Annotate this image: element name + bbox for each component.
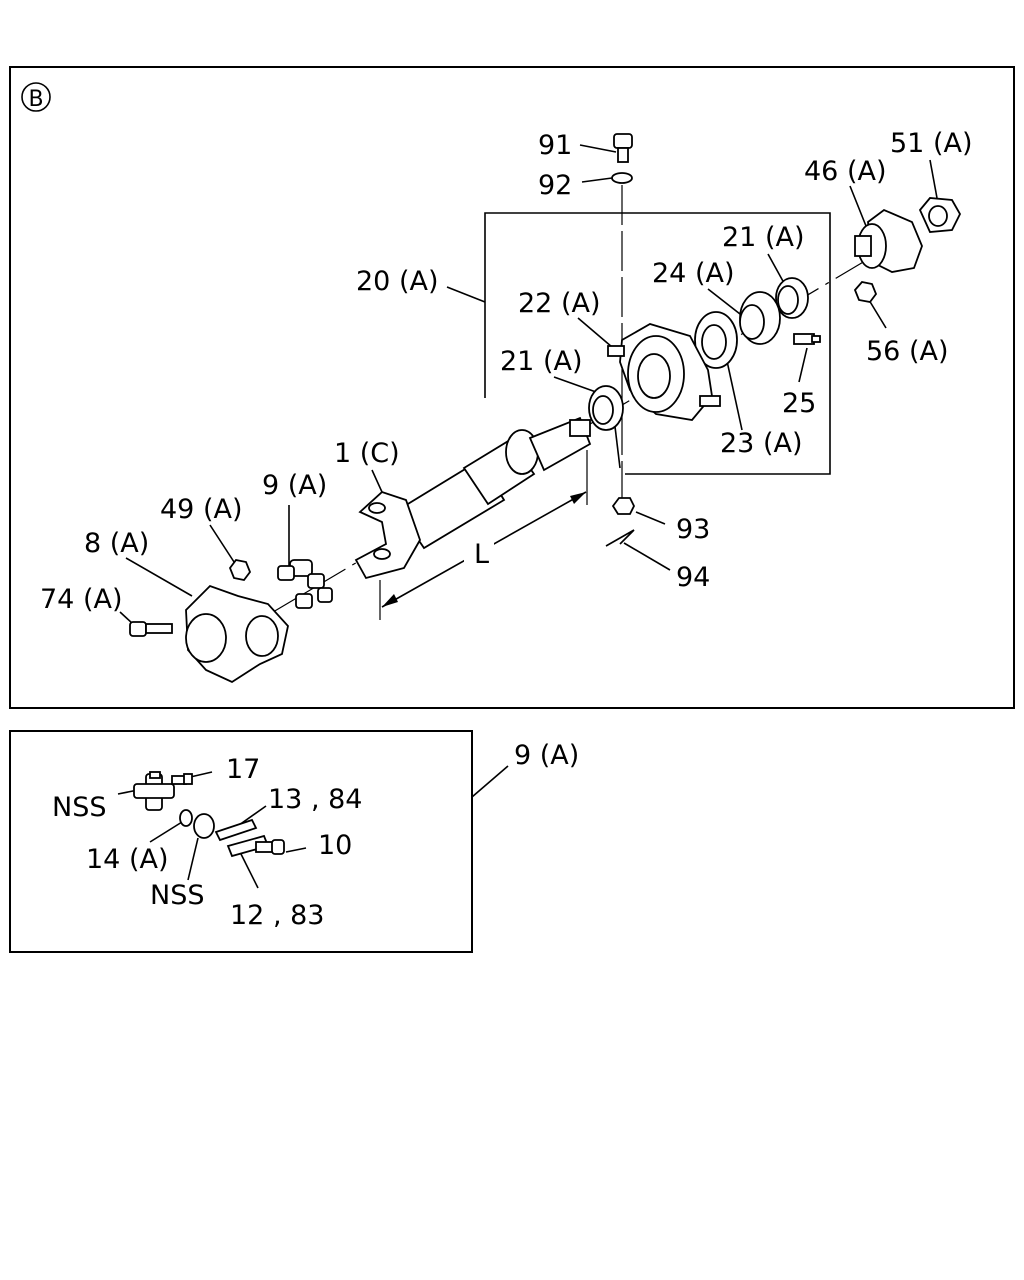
housing-22 bbox=[607, 323, 721, 421]
callout-22a: 22 (A) bbox=[518, 288, 600, 319]
callout-14a: 14 (A) bbox=[86, 844, 168, 875]
callout-20a: 20 (A) bbox=[356, 266, 438, 297]
dimension-label-bg bbox=[464, 536, 494, 570]
bolt-10 bbox=[255, 839, 285, 855]
callout-51a: 51 (A) bbox=[890, 128, 972, 159]
detail-title: 9 (A) bbox=[514, 740, 579, 771]
leader-line bbox=[798, 347, 808, 383]
nut-56 bbox=[853, 281, 878, 303]
callout-93: 93 bbox=[676, 514, 710, 545]
callout-49a: 49 (A) bbox=[160, 494, 242, 525]
flange-46 bbox=[854, 208, 923, 273]
grease-nipple-25 bbox=[793, 333, 821, 345]
leader-line bbox=[553, 376, 597, 393]
main-panel-frame bbox=[9, 66, 1015, 709]
badge-circle bbox=[21, 82, 51, 112]
bearing-21-top bbox=[775, 277, 809, 319]
callout-nss-1: NSS bbox=[52, 792, 106, 823]
callout-nss-2: NSS bbox=[150, 880, 204, 911]
callout-13-84: 13 , 84 bbox=[268, 784, 362, 815]
callout-21a-mid: 21 (A) bbox=[500, 346, 582, 377]
callout-9a: 9 (A) bbox=[262, 470, 327, 501]
detail-callouts: 9 (A) 17 NSS 13 , 84 14 (A) 10 NSS 12 , … bbox=[52, 740, 579, 931]
leader-line bbox=[446, 286, 486, 303]
leader-line bbox=[239, 851, 259, 889]
leader-line bbox=[209, 524, 237, 566]
bearing-23 bbox=[694, 311, 738, 369]
detail-panel-frame bbox=[9, 730, 473, 953]
nut-51 bbox=[918, 197, 962, 233]
leader-line bbox=[849, 185, 867, 227]
callout-12-83: 12 , 83 bbox=[230, 900, 324, 931]
callout-17: 17 bbox=[226, 754, 260, 785]
detail-parts bbox=[133, 771, 285, 858]
nut-93 bbox=[611, 497, 636, 515]
badge-letter: B bbox=[28, 87, 43, 112]
dimension-label: L bbox=[474, 539, 489, 570]
leader-line bbox=[285, 847, 307, 853]
universal-joint-9 bbox=[277, 559, 333, 609]
leader-line bbox=[577, 317, 613, 348]
leader-lines bbox=[119, 144, 938, 625]
callout-10: 10 bbox=[318, 830, 352, 861]
leader-line bbox=[579, 144, 617, 153]
callout-92: 92 bbox=[538, 170, 572, 201]
main-callouts: 91 92 51 (A) 46 (A) 21 (A) 24 (A) 20 (A)… bbox=[40, 128, 972, 615]
nut-49 bbox=[228, 559, 252, 581]
leader-line bbox=[767, 253, 785, 284]
leader-line bbox=[707, 288, 741, 315]
leader-line bbox=[623, 542, 671, 571]
callout-25: 25 bbox=[782, 388, 816, 419]
leader-line bbox=[581, 177, 613, 183]
callout-74a: 74 (A) bbox=[40, 584, 122, 615]
lock-plate-13 bbox=[214, 818, 258, 842]
flange-yoke-8 bbox=[185, 584, 289, 684]
leader-line bbox=[868, 299, 887, 329]
bearing-cup bbox=[193, 813, 215, 839]
dimension-arrow bbox=[382, 594, 398, 607]
leader-line bbox=[371, 469, 383, 493]
section-badge: B bbox=[21, 82, 51, 112]
collar-24 bbox=[739, 291, 781, 345]
callout-8a: 8 (A) bbox=[84, 528, 149, 559]
seal-14 bbox=[179, 809, 193, 827]
leader-line bbox=[929, 159, 938, 199]
callout-23a: 23 (A) bbox=[720, 428, 802, 459]
callout-21a-top: 21 (A) bbox=[722, 222, 804, 253]
bolt-74 bbox=[129, 621, 173, 637]
callout-24a: 24 (A) bbox=[652, 258, 734, 289]
bearing-21-mid bbox=[588, 385, 624, 431]
leader-line bbox=[635, 511, 666, 525]
grease-fitting-17 bbox=[171, 773, 193, 785]
callout-91: 91 bbox=[538, 130, 572, 161]
bolt-91 bbox=[613, 133, 633, 163]
center-bearing-group-box bbox=[484, 212, 831, 475]
dimension-l: L bbox=[379, 450, 588, 620]
washer-92 bbox=[611, 172, 633, 184]
leader-line bbox=[125, 557, 193, 597]
leader-line bbox=[149, 821, 183, 843]
callout-46a: 46 (A) bbox=[804, 156, 886, 187]
dimension-arrow bbox=[570, 492, 586, 504]
parts bbox=[129, 133, 962, 684]
shaft-1 bbox=[354, 416, 592, 580]
leader-line bbox=[471, 765, 509, 798]
callout-56a: 56 (A) bbox=[866, 336, 948, 367]
leader-line bbox=[187, 837, 199, 881]
spider-cross bbox=[133, 771, 175, 811]
callout-94: 94 bbox=[676, 562, 710, 593]
cotter-pin-94 bbox=[605, 529, 635, 547]
callout-1c: 1 (C) bbox=[334, 438, 400, 469]
